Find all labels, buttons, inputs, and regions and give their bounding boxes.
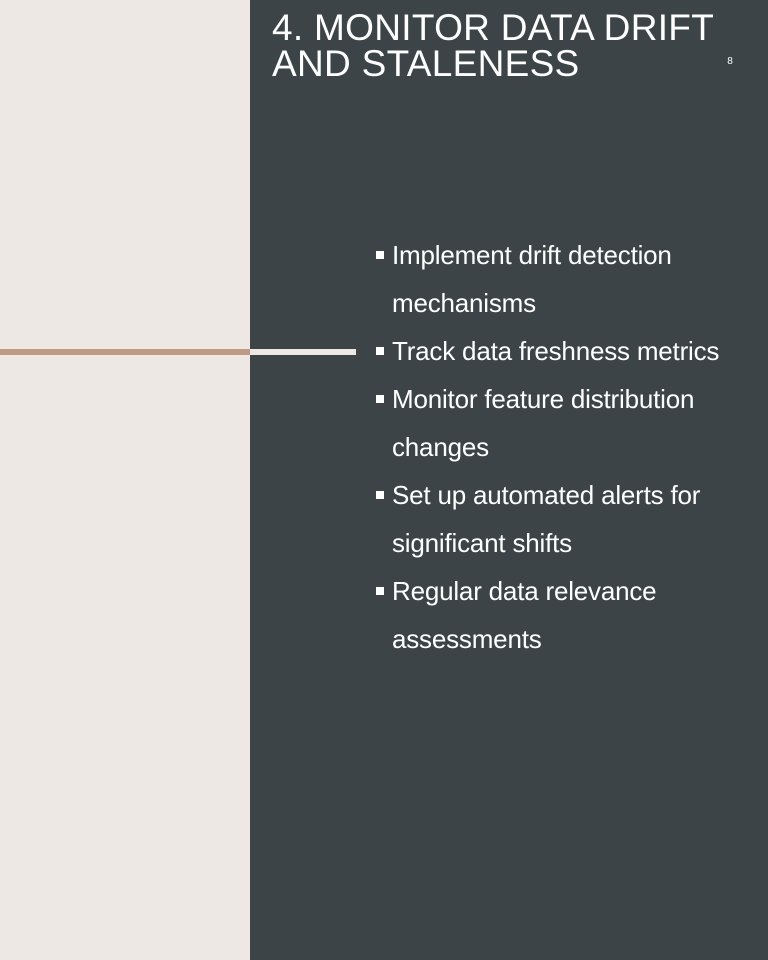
bullet-text: Implement drift detection mechanisms	[392, 240, 672, 318]
bullet-text: Regular data relevance assessments	[392, 576, 657, 654]
slide-title: 4. MONITOR DATA DRIFT AND STALENESS	[272, 7, 714, 84]
slide-number: 8	[727, 56, 733, 67]
square-bullet-icon	[376, 587, 384, 595]
bullet-text: Set up automated alerts for significant …	[392, 480, 701, 558]
bullet-item: Track data freshness metrics	[376, 327, 751, 375]
divider-line	[250, 349, 356, 355]
bullet-item: Set up automated alerts for significant …	[376, 471, 751, 567]
square-bullet-icon	[376, 491, 384, 499]
accent-line	[0, 349, 250, 355]
content-panel	[250, 0, 768, 960]
square-bullet-icon	[376, 395, 384, 403]
square-bullet-icon	[376, 251, 384, 259]
bullet-item: Regular data relevance assessments	[376, 567, 751, 663]
bullet-item: Monitor feature distribution changes	[376, 375, 751, 471]
bullet-list: Implement drift detection mechanisms Tra…	[376, 231, 751, 663]
bullet-text: Monitor feature distribution changes	[392, 384, 695, 462]
square-bullet-icon	[376, 347, 384, 355]
bullet-text: Track data freshness metrics	[392, 336, 720, 366]
left-panel	[0, 0, 250, 960]
bullet-item: Implement drift detection mechanisms	[376, 231, 751, 327]
